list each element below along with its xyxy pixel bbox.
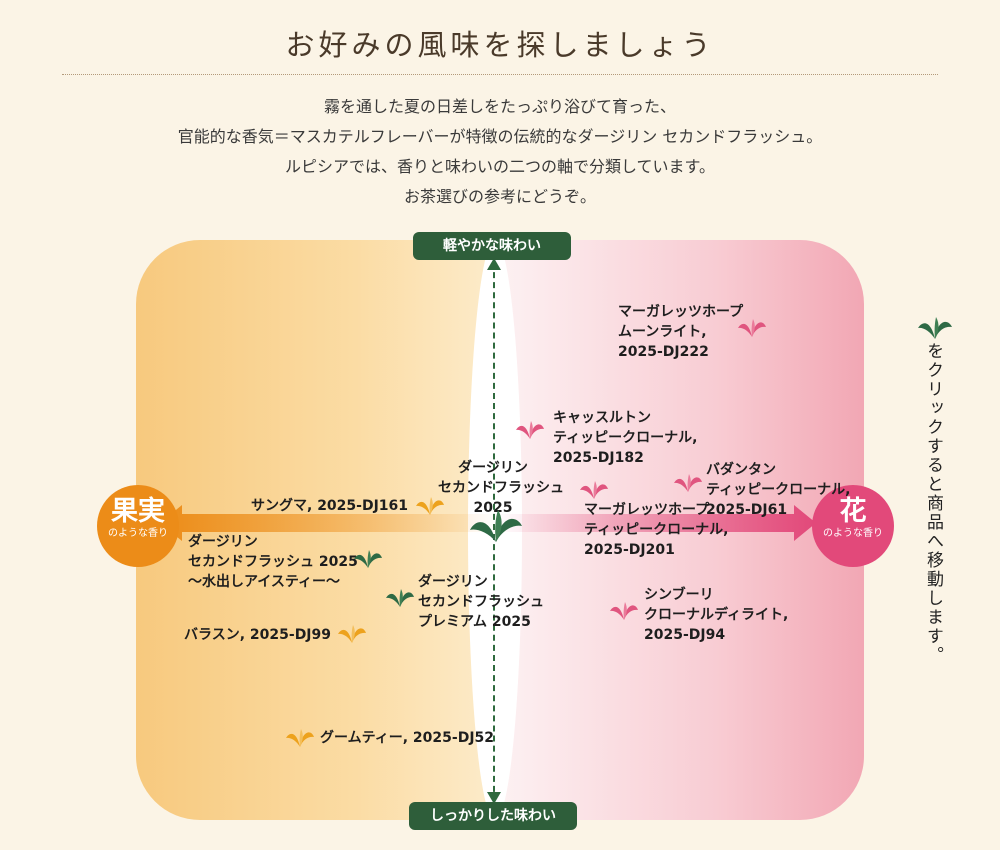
fruit-subtitle: のような香り	[108, 528, 168, 539]
tea-leaf-icon[interactable]	[354, 549, 382, 569]
tea-name-line: 〜水出しアイスティー〜	[188, 574, 341, 590]
intro-line: お茶選びの参考にどうぞ。	[403, 187, 596, 206]
tea-name-line: 2025-DJ182	[553, 450, 644, 466]
tea-name-line: サングマ, 2025-DJ161	[251, 498, 409, 514]
tea-name-line: シンブーリ	[644, 587, 714, 603]
axis-label-fruit: 果実 のような香り	[97, 485, 179, 567]
tea-name-line: マーガレッツホープ	[618, 304, 744, 320]
tea-name-line: 2025	[473, 500, 513, 516]
tea-name-line: バラスン, 2025-DJ99	[184, 627, 332, 643]
tea-label-castleton[interactable]: キャッスルトン ティッピークローナル, 2025-DJ182	[553, 408, 697, 468]
tea-leaf-icon[interactable]	[516, 420, 544, 440]
tea-leaf-icon[interactable]	[580, 480, 608, 500]
fruit-axis-arrow	[160, 505, 498, 541]
axis-label-light: 軽やかな味わい	[413, 232, 571, 260]
tea-name-line: 2025-DJ222	[618, 344, 709, 360]
tea-name-line: ダージリン	[458, 460, 528, 476]
tea-leaf-icon[interactable]	[674, 473, 702, 493]
tea-name-line: プレミアム 2025	[418, 614, 531, 630]
tea-leaf-icon[interactable]	[286, 728, 314, 748]
tea-label-moonlight[interactable]: マーガレッツホープ ムーンライト, 2025-DJ222	[618, 302, 743, 362]
tea-name-line: セカンドフラッシュ 2025	[188, 554, 358, 570]
flower-title: 花	[839, 496, 867, 527]
tea-name-line: バダンタン	[706, 462, 776, 478]
flower-subtitle: のような香り	[823, 528, 883, 539]
click-instruction: をクリックすると商品へ移動します。	[923, 342, 943, 665]
tea-label-iced[interactable]: ダージリン セカンドフラッシュ 2025 〜水出しアイスティー〜	[188, 532, 358, 592]
intro-line: 霧を通した夏の日差しをたっぷり浴びて育った、	[323, 97, 676, 116]
fruit-title: 果実	[111, 496, 165, 527]
tea-label-balasun[interactable]: バラスン, 2025-DJ99	[184, 625, 331, 645]
axis-label-strong: しっかりした味わい	[409, 802, 577, 830]
tea-name-line: グームティー, 2025-DJ52	[320, 730, 495, 746]
tea-name-line: ダージリン	[188, 534, 258, 550]
tea-leaf-icon[interactable]	[338, 624, 366, 644]
tea-leaf-icon[interactable]	[610, 601, 638, 621]
tea-name-line: マーガレッツホープ	[584, 502, 710, 518]
tea-label-gumti[interactable]: グームティー, 2025-DJ52	[320, 728, 494, 748]
tea-label-center[interactable]: ダージリン セカンドフラッシュ 2025	[438, 458, 564, 518]
tea-name-line: クローナルディライト,	[644, 607, 789, 623]
intro-text: 霧を通した夏の日差しをたっぷり浴びて育った、 官能的な香気＝マスカテルフレーバー…	[0, 92, 1000, 212]
tea-name-line: セカンドフラッシュ	[418, 594, 544, 610]
tea-name-line: ティッピークローナル,	[584, 522, 729, 538]
tea-leaf-icon[interactable]	[416, 496, 444, 516]
tea-label-seeyok[interactable]: シンブーリ クローナルディライト, 2025-DJ94	[644, 585, 788, 645]
tea-leaf-icon[interactable]	[386, 588, 414, 608]
intro-line: 官能的な香気＝マスカテルフレーバーが特徴の伝統的なダージリン セカンドフラッシュ…	[177, 127, 823, 146]
tea-name-line: 2025-DJ201	[584, 542, 675, 558]
tea-name-line: ティッピークローナル,	[706, 482, 851, 498]
tea-label-badamtam[interactable]: バダンタン ティッピークローナル, 2025-DJ61	[706, 460, 850, 520]
tea-name-line: ムーンライト,	[618, 324, 707, 340]
tea-leaf-icon[interactable]	[468, 508, 524, 544]
flower-axis-arrow	[494, 505, 816, 541]
tea-name-line: ティッピークローナル,	[553, 430, 698, 446]
tea-name-line: 2025-DJ61	[706, 502, 788, 518]
intro-line: ルピシアでは、香りと味わいの二つの軸で分類しています。	[285, 157, 715, 176]
page-title: お好みの風味を探しましょう	[285, 28, 715, 62]
tea-name-line: キャッスルトン	[553, 410, 651, 426]
tea-name-line: セカンドフラッシュ	[438, 480, 564, 496]
tea-leaf-icon[interactable]	[738, 318, 766, 338]
tea-label-premium[interactable]: ダージリン セカンドフラッシュ プレミアム 2025	[418, 572, 544, 632]
tea-leaf-icon	[918, 317, 952, 339]
title-divider	[62, 74, 938, 75]
tea-name-line: 2025-DJ94	[644, 627, 726, 643]
axis-arrow-down-icon	[487, 792, 501, 804]
tea-label-margarets-clonal[interactable]: マーガレッツホープ ティッピークローナル, 2025-DJ201	[584, 500, 728, 560]
axis-arrow-up-icon	[487, 258, 501, 270]
axis-label-flower: 花 のような香り	[812, 485, 894, 567]
tea-name-line: ダージリン	[418, 574, 488, 590]
tea-label-sungma[interactable]: サングマ, 2025-DJ161	[251, 496, 408, 516]
